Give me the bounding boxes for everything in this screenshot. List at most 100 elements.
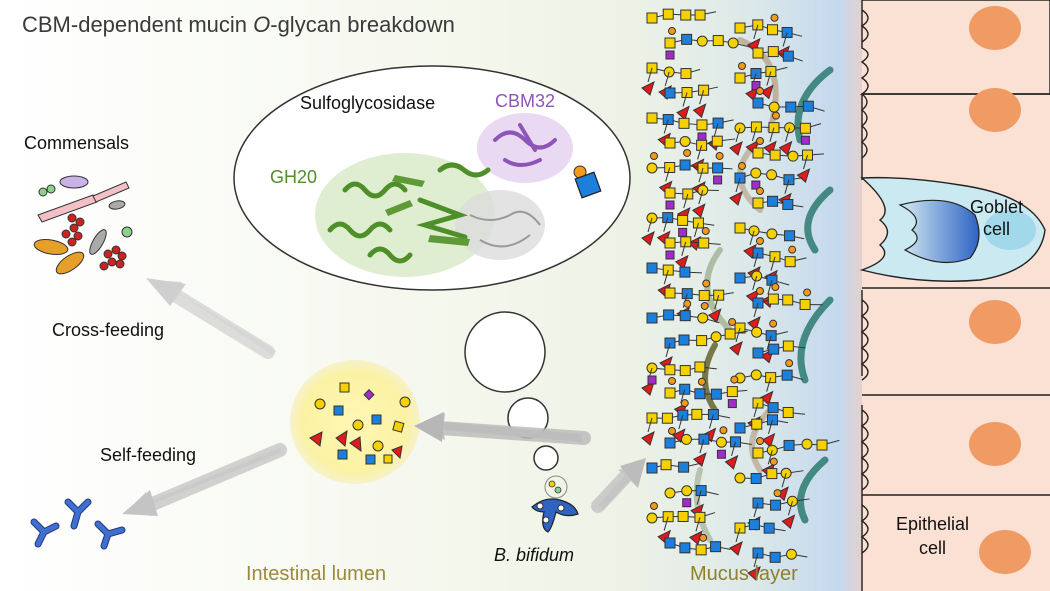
- glycan-residue: [771, 111, 780, 120]
- glycan-residue: [650, 152, 658, 160]
- glycan-residue: [724, 454, 739, 470]
- glycan-residue: [694, 361, 706, 373]
- glycan-residue: [734, 472, 746, 484]
- glycan-residue: [752, 97, 764, 109]
- glycan-residue: [683, 299, 692, 308]
- glycan-residue: [668, 427, 676, 435]
- glycan-residue: [788, 245, 797, 254]
- glycan-residue: [747, 566, 761, 581]
- glycan-residue: [668, 27, 676, 35]
- glycan-residue: [662, 8, 674, 20]
- glycan-residue: [708, 414, 714, 429]
- glycan-residue: [715, 151, 724, 160]
- glycan-residue: [766, 468, 778, 480]
- glycan-residue: [752, 197, 764, 209]
- glycan-residue: [646, 262, 658, 274]
- glycan-residue: [767, 195, 779, 207]
- glycan-residue: [663, 119, 669, 134]
- glycan-residue: [727, 37, 739, 49]
- glycan-residue: [751, 126, 757, 142]
- glycan-residue: [751, 81, 761, 91]
- glycan-residue: [727, 399, 737, 409]
- glycan-residue: [726, 386, 738, 398]
- glycan-residue: [767, 24, 779, 36]
- glycan-residue: [679, 135, 691, 147]
- glycan-residue: [697, 145, 703, 160]
- glycan-residue: [734, 422, 746, 434]
- title-prefix: CBM-dependent mucin: [22, 12, 254, 37]
- glycan-residue: [784, 256, 796, 268]
- glycan-residue: [783, 439, 795, 451]
- glycan-residue: [782, 32, 788, 47]
- glycan-residue: [661, 412, 673, 424]
- self-feeding-label: Self-feeding: [100, 445, 197, 465]
- glycan-residue: [691, 408, 703, 420]
- glycan-residue: [691, 203, 706, 219]
- glycan-residue: [641, 381, 655, 396]
- glycan-residue: [710, 331, 722, 343]
- glycan-residue: [646, 462, 658, 474]
- glycan-residue: [766, 71, 772, 86]
- glycan-residue: [766, 169, 778, 181]
- glycan-residue: [770, 499, 782, 511]
- glycan-residue: [646, 512, 658, 524]
- glycan-residue: [752, 347, 764, 359]
- glycan-residue: [694, 9, 706, 21]
- glycan-residue: [698, 190, 704, 205]
- glycan-residue: [683, 148, 692, 157]
- glycan-residue: [668, 377, 676, 385]
- glycan-residue: [782, 406, 794, 418]
- glycan-residue: [698, 237, 710, 249]
- glycan-residue: [641, 431, 655, 446]
- bifidobacterium-icon: [531, 475, 579, 533]
- glycan-residue: [752, 275, 758, 291]
- glycan-residue: [702, 279, 711, 288]
- commensals-label: Commensals: [24, 133, 130, 153]
- glycan-residue: [665, 167, 671, 182]
- glycan-residue: [678, 227, 688, 237]
- glycan-residue: [712, 117, 724, 129]
- glycan-residue: [734, 272, 746, 284]
- glycan-residue: [766, 377, 772, 392]
- cross-feeding-label: Cross-feeding: [52, 320, 165, 340]
- glycan-residue: [760, 84, 774, 100]
- glycan-residue: [753, 502, 759, 518]
- glycan-residue: [753, 252, 759, 268]
- glycan-residue: [646, 112, 658, 124]
- glycan-residue: [781, 473, 787, 488]
- glycan-residue: [663, 309, 675, 321]
- glycan-residue: [698, 167, 704, 183]
- glycan-residue: [682, 498, 692, 508]
- glycan-residue: [731, 441, 736, 456]
- glycan-residue: [735, 177, 741, 193]
- glycan-residue: [701, 227, 710, 236]
- glycan-residue: [693, 222, 699, 238]
- glycan-residue: [664, 87, 676, 99]
- glycan-residue: [781, 369, 793, 381]
- glycan-residue: [734, 72, 746, 84]
- glycan-residue: [801, 438, 813, 450]
- glycan-residue: [768, 101, 780, 113]
- glycan-residue: [664, 287, 676, 299]
- gh20-label: GH20: [270, 167, 318, 187]
- glycan-residue: [647, 375, 657, 385]
- epithelial-line1: Epithelial: [896, 514, 970, 534]
- goblet-line1: Goblet: [970, 197, 1024, 217]
- glycan-residue: [753, 552, 759, 568]
- glycan-residue: [787, 150, 799, 162]
- glycan-residue: [664, 237, 676, 249]
- glycan-residue: [712, 162, 724, 174]
- glycan-residue: [769, 551, 781, 563]
- glycan-residue: [680, 433, 692, 445]
- glycan-residue: [646, 312, 658, 324]
- glycan-residue: [680, 399, 689, 408]
- glycan-residue: [663, 516, 669, 531]
- glycan-residue: [674, 254, 689, 270]
- glycan-residue: [678, 415, 684, 430]
- glycan-residue: [680, 389, 686, 404]
- glycan-residue: [738, 62, 746, 70]
- glycan-residue: [802, 100, 814, 112]
- cbm32-label: CBM32: [495, 91, 556, 111]
- glycan-residue: [678, 334, 690, 346]
